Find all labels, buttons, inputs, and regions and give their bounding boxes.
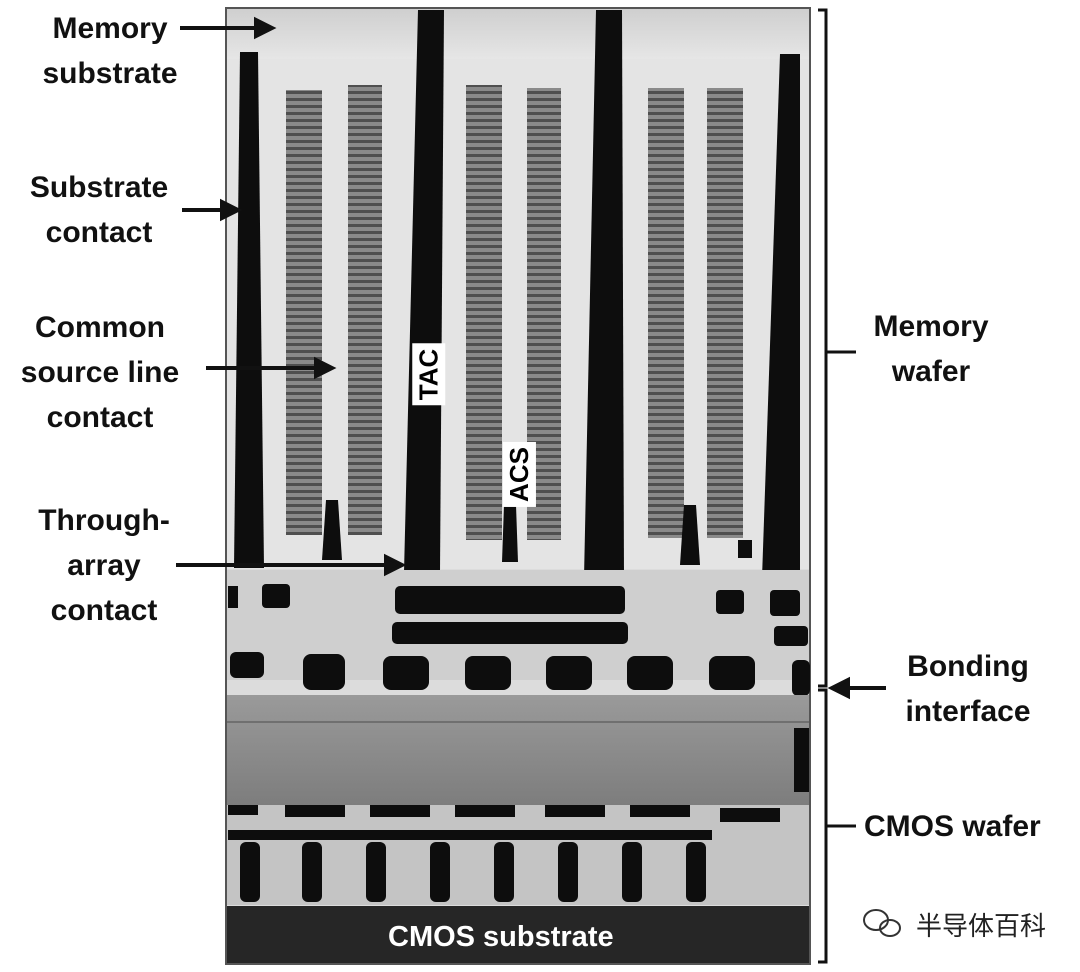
wafer-brackets — [818, 8, 856, 964]
acs-tag: ACS — [502, 442, 536, 507]
cmos-substrate-region — [227, 906, 809, 963]
tac-tag: TAC — [412, 343, 446, 406]
tac-pillar — [404, 10, 444, 572]
metal-lines — [228, 584, 810, 696]
watermark-text: 半导体百科 — [915, 911, 1046, 941]
substrate-contact-label: Substrate contact — [29, 171, 169, 249]
through-array-contact-label: Through- array contact — [38, 504, 170, 627]
memory-wafer-label: Memory wafer — [873, 310, 989, 388]
cmos-metal — [228, 805, 780, 902]
wechat-icon — [863, 909, 901, 937]
bonding-interface-label: Bonding interface — [905, 650, 1031, 728]
common-source-line-contact-label: Common source line contact — [20, 311, 180, 434]
cmos-wafer-label: CMOS wafer — [864, 810, 1041, 843]
substrate-contact-pillar-2 — [762, 54, 800, 578]
label-arrows — [176, 16, 886, 700]
memory-array-stacks — [286, 85, 743, 540]
cmos-region — [227, 695, 809, 805]
tac-pillar-2 — [584, 10, 624, 578]
contact-pillars — [234, 10, 800, 578]
memory-substrate-region — [227, 9, 809, 59]
cmos-substrate-label: CMOS substrate — [388, 921, 614, 953]
substrate-contact-pillar — [234, 52, 264, 568]
memory-substrate-label: Memory substrate — [42, 12, 178, 90]
